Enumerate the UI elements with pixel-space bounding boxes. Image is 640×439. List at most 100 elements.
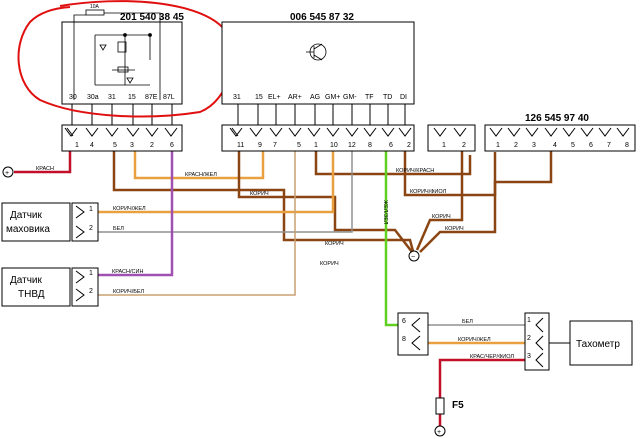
tacho-right-pin-2: 2: [527, 335, 531, 342]
ecu-pin-el: EL+: [268, 94, 281, 101]
wire-label-tacho-red-black-violet: КРАС/ЧЕР/ФИОЛ: [470, 354, 514, 360]
wire-red-yellow: [133, 148, 265, 180]
relay-pin-30: 30: [69, 94, 77, 101]
wire-label-brown-5: КОРИЧ: [320, 261, 339, 267]
relay-fuse-symbol: [85, 9, 105, 16]
relay-pin-31: 31: [108, 94, 116, 101]
ecu-pin-gmm: GM-: [343, 94, 357, 101]
c3-pin-2: 2: [462, 142, 466, 149]
c4-pin-6: 6: [589, 142, 593, 149]
tacho-right-pin-3: 3: [527, 353, 531, 360]
tacho-right-connector: 1 2 3: [524, 312, 550, 371]
relay-part-number: 201 540 38 45: [120, 12, 184, 23]
c4-pin-8: 8: [625, 142, 629, 149]
ecu-pin-15: 15: [255, 94, 263, 101]
relay-pin-30a: 30a: [87, 94, 99, 101]
c4-part-number: 126 545 97 40: [525, 113, 589, 124]
ecu-pin-gmp: GM+: [325, 94, 340, 101]
fuse-f5: F5: [435, 397, 464, 415]
wire-label-brown-red: КОРИЧ/КРАСН: [396, 168, 434, 174]
wire-tnvd-brown-white: [98, 148, 296, 296]
c2-pin-9: 9: [258, 142, 262, 149]
c4-pin-5: 5: [571, 142, 575, 149]
transistor-icon: [306, 43, 327, 61]
tnvd-sensor-label-2: ТНВД: [18, 289, 45, 300]
tnvd-pin-2: 2: [89, 288, 93, 295]
wire-label-green: ЖЕЛ/ЗЕЛ: [382, 200, 388, 225]
flywheel-sensor-label-2: маховика: [6, 224, 50, 235]
wire-label-brown-2: КОРИЧ: [432, 214, 451, 220]
wire-label-fly-brown-yellow: КОРИЧ/ЖЕЛ: [113, 206, 146, 212]
wire-tnvd-red-blue: [98, 148, 174, 277]
c1-pin-4: 4: [90, 142, 94, 149]
c4-pin-4: 4: [553, 142, 557, 149]
relay: 201 540 38 45 10A 30 30a 31 15 87E 87L: [17, 0, 233, 125]
c2-pin-12: 12: [348, 142, 356, 149]
flywheel-pin-1: 1: [89, 206, 93, 213]
ecu-pin-tf: TF: [365, 94, 374, 101]
c4-pin-3: 3: [532, 142, 536, 149]
plus-symbol-left: +: [5, 170, 9, 177]
c2-pin-5: 5: [297, 142, 301, 149]
tnvd-sensor-label-1: Датчик: [10, 275, 42, 286]
tnvd-pin-1: 1: [89, 270, 93, 277]
c2-pin-6: 6: [389, 142, 393, 149]
c4-pin-7: 7: [607, 142, 611, 149]
relay-pin-15: 15: [128, 94, 136, 101]
ecu-part-number: 006 545 87 32: [290, 12, 354, 23]
ground-terminal: −: [408, 250, 420, 262]
tacho-left-pin-6: 6: [402, 318, 406, 325]
wire-label-brown-3: КОРИЧ: [445, 226, 464, 232]
fuse-label: F5: [452, 400, 464, 411]
tacho-left-pin-8: 8: [402, 336, 406, 343]
c2-pin-7: 7: [273, 142, 277, 149]
relay-internal: [73, 12, 161, 100]
ecu-pin-di: DI: [400, 94, 407, 101]
ecu-body: [221, 21, 415, 105]
tachometer: Тахометр: [569, 320, 633, 366]
ecu-pin-31: 31: [233, 94, 241, 101]
c1-pin-1: 1: [75, 142, 79, 149]
ecu: 006 545 87 32 31 15 EL+ AR+ AG GM+ GM- T…: [221, 12, 415, 125]
relay-pin-87l: 87L: [163, 94, 175, 101]
connector-c4: 126 545 97 40 1 2 3 4 5 6 7 8: [484, 113, 636, 152]
c2-pin-11: 11: [237, 142, 244, 149]
tachometer-label: Тахометр: [576, 339, 620, 350]
wire-plus-red: [14, 145, 72, 174]
c2-pin-8: 8: [368, 142, 372, 149]
wire-label-tnvd-red-blue: КРАСН/СИН: [112, 269, 143, 275]
wire-brown-c4: [419, 148, 553, 253]
c3-pin-1: 1: [442, 142, 446, 149]
tnvd-sensor: Датчик ТНВД 1 2: [1, 267, 99, 307]
wire-label-fly-white: БЕЛ: [113, 226, 124, 232]
wire-brown-relay31: [112, 150, 416, 256]
connector-c1: 1 4 5 3 2 6: [61, 124, 183, 152]
c1-pin-5: 5: [113, 142, 117, 149]
c1-pin-2: 2: [150, 142, 154, 149]
plus-terminal-bottom: +: [434, 425, 446, 437]
c2-pin-1: 1: [314, 142, 318, 149]
relay-pin-87e: 87E: [145, 94, 158, 101]
c1-pin-6: 6: [170, 142, 174, 149]
wire-brown-ecu31: [237, 148, 413, 253]
wire-label-brown-4: КОРИЧ: [325, 241, 344, 247]
wire-fly-brown-yellow: [98, 148, 335, 214]
wire-label-plus-red: КРАСН: [36, 166, 54, 172]
flywheel-sensor: Датчик маховика 1 2: [1, 202, 99, 242]
relay-highlight: [17, 0, 233, 118]
wire-fly-white: [98, 148, 353, 233]
wire-brown-c3: [415, 150, 464, 251]
plus-symbol-bottom: +: [437, 429, 441, 436]
relay-fuse-label: 10A: [90, 4, 100, 10]
connector-c3: 1 2: [427, 124, 476, 152]
relay-body: [61, 21, 183, 105]
wire-labels: КРАСН КРАСН/ЖЕЛ КОРИЧ КОРИЧ/КРАСН КОРИЧ/…: [36, 166, 514, 360]
wire-brown-violet: [403, 148, 497, 197]
wire-label-tnvd-brown-white: КОРИЧ/БЕЛ: [113, 289, 145, 295]
c4-pin-1: 1: [496, 142, 500, 149]
ecu-pin-ag: AG: [310, 94, 320, 101]
ecu-pin-labels: 31 15 EL+ AR+ AG GM+ GM- TF TD DI: [233, 94, 407, 101]
c1-pin-3: 3: [130, 142, 134, 149]
c2-pin-2: 2: [407, 142, 411, 149]
